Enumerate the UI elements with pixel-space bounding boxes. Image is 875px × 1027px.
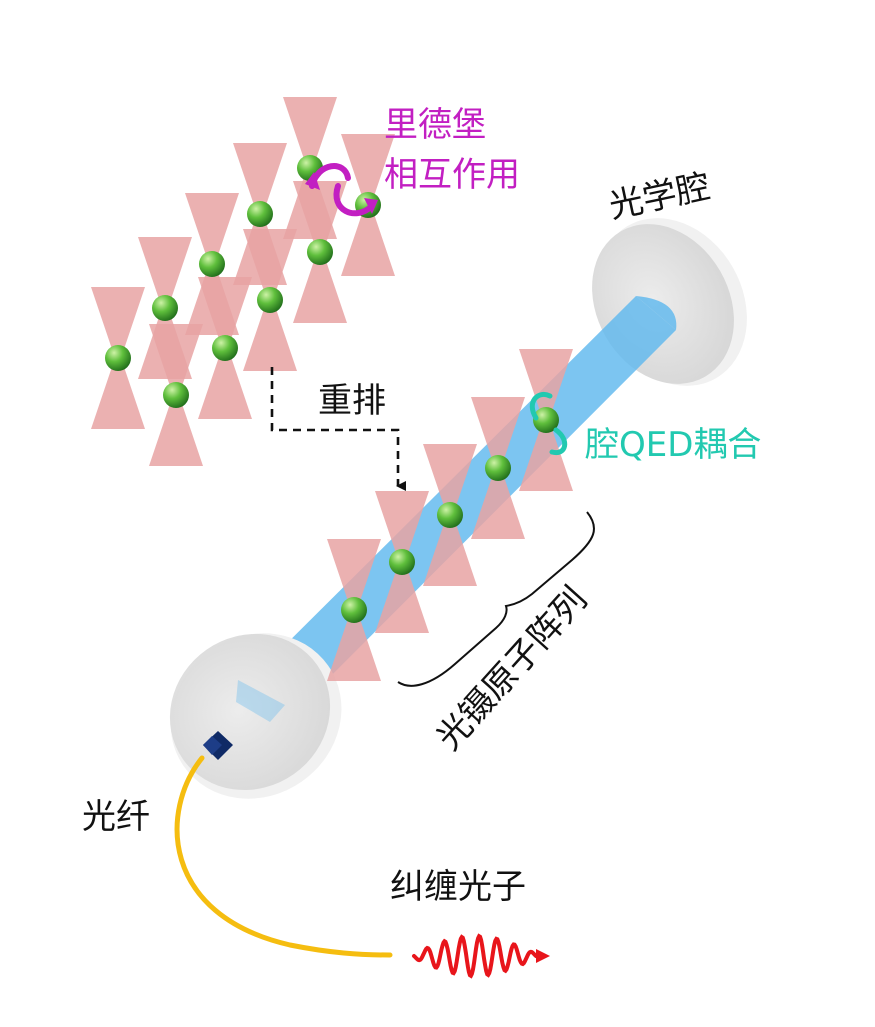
atom xyxy=(437,502,463,528)
atom xyxy=(247,201,273,227)
cavity-qed-arrows xyxy=(529,392,568,456)
rydberg-label-line2: 相互作用 xyxy=(384,155,520,195)
fiber-connector xyxy=(203,731,233,760)
array-brace xyxy=(397,511,595,687)
atom xyxy=(485,455,511,481)
atom xyxy=(389,549,415,575)
optical-fiber xyxy=(174,755,393,958)
entangled-photon-wave xyxy=(412,933,538,979)
photon-arrowhead xyxy=(536,949,550,963)
cavity-qed-label: 腔QED耦合 xyxy=(585,425,761,465)
atom xyxy=(533,407,559,433)
fiber-label: 光纤 xyxy=(82,797,150,837)
atom xyxy=(152,295,178,321)
top-tweezer-array xyxy=(91,97,395,466)
bottom-tweezer-array xyxy=(327,349,573,681)
atom xyxy=(199,251,225,277)
atom xyxy=(163,382,189,408)
atom xyxy=(257,287,283,313)
rydberg-interaction-arrows xyxy=(305,163,378,217)
rearrange-arrow xyxy=(270,367,406,491)
atom xyxy=(105,345,131,371)
rydberg-label-line1: 里德堡 xyxy=(384,105,486,145)
atom xyxy=(341,597,367,623)
atom xyxy=(212,335,238,361)
optical-cavity-label: 光学腔 xyxy=(606,166,714,226)
rearrange-label: 重排 xyxy=(318,381,386,421)
tweezer-array-label: 光镊原子阵列 xyxy=(429,580,595,758)
atom xyxy=(307,239,333,265)
entangled-photon-label: 纠缠光子 xyxy=(390,867,526,907)
